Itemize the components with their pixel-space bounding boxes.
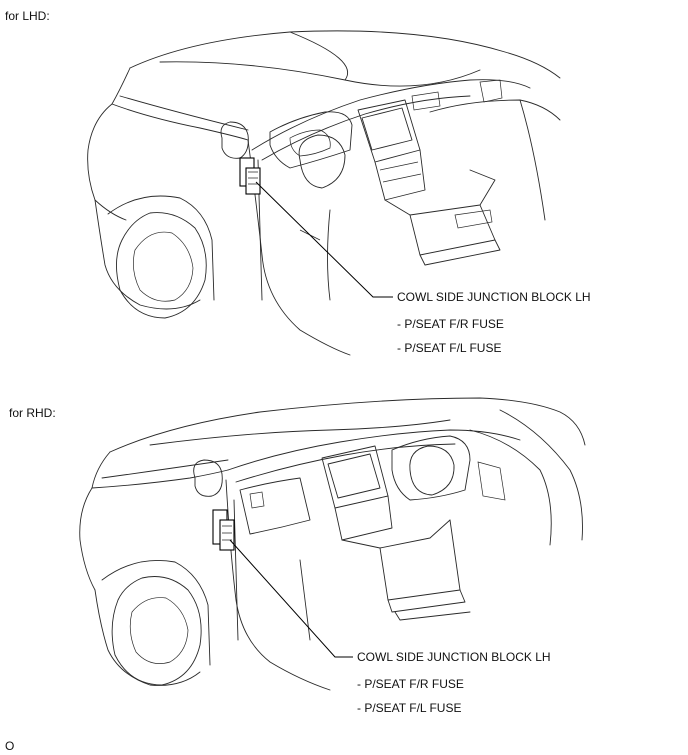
lhd-heading: for LHD: bbox=[5, 9, 50, 23]
rhd-fuse-item: - P/SEAT F/L FUSE bbox=[357, 701, 462, 715]
lhd-callout-label: COWL SIDE JUNCTION BLOCK LH bbox=[397, 290, 591, 304]
rhd-heading: for RHD: bbox=[9, 406, 56, 420]
footer-code: O bbox=[5, 739, 15, 753]
rhd-fuse-item: - P/SEAT F/R FUSE bbox=[357, 677, 464, 691]
rhd-callout-label: COWL SIDE JUNCTION BLOCK LH bbox=[357, 650, 551, 664]
lhd-fuse-item: - P/SEAT F/R FUSE bbox=[397, 317, 504, 331]
rhd-leader-line bbox=[229, 539, 353, 658]
lhd-vehicle-drawing bbox=[87, 30, 561, 356]
lhd-leader-line bbox=[255, 181, 393, 298]
rhd-vehicle-drawing bbox=[79, 397, 586, 691]
lhd-fuse-item: - P/SEAT F/L FUSE bbox=[397, 341, 502, 355]
